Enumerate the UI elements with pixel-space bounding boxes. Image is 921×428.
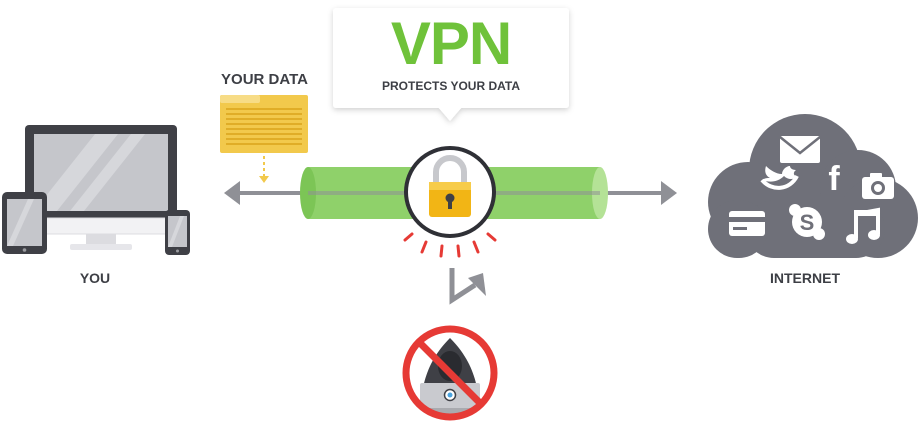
your-data-label: YOUR DATA [221,71,308,88]
envelope-icon [779,136,821,163]
you-label: YOU [79,270,111,286]
svg-text:S: S [800,210,815,235]
alert-rays [403,232,497,258]
twitter-icon [760,166,799,190]
vpn-callout [333,8,569,121]
vpn-title: VPN [390,10,512,77]
data-folder-icon [220,95,308,183]
padlock-icon [429,155,471,217]
prohibited-icon [402,325,498,421]
facebook-icon: f [828,160,840,198]
skype-icon: S [789,204,825,240]
music-note-icon [846,207,880,244]
lock-badge [404,146,496,238]
internet-label: INTERNET [770,270,840,286]
camera-icon [862,173,894,199]
svg-text:f: f [828,160,840,198]
internet-cloud: f S [708,114,918,258]
devices-icon [2,125,190,255]
credit-card-icon [729,211,765,236]
blocked-hacker [402,325,498,421]
vpn-subtitle: PROTECTS YOUR DATA [381,79,520,93]
deflect-arrow [449,268,486,305]
